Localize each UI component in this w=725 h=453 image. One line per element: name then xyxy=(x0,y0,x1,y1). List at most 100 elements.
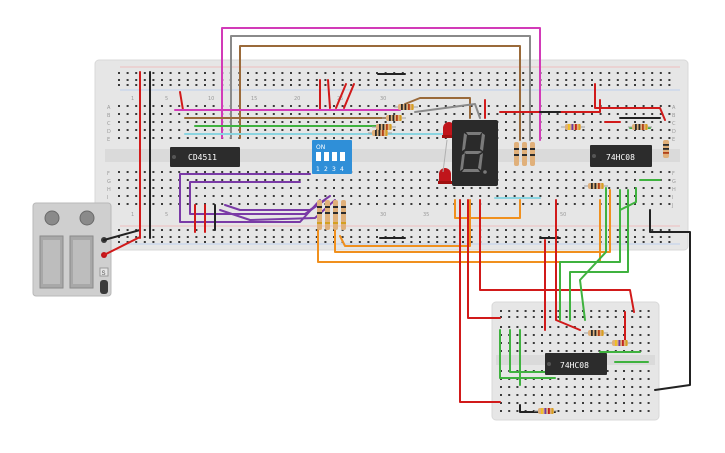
breadboard-hole[interactable] xyxy=(549,334,552,336)
breadboard-hole[interactable] xyxy=(126,72,129,74)
breadboard-hole[interactable] xyxy=(126,203,129,205)
breadboard-hole[interactable] xyxy=(623,378,625,380)
breadboard-hole[interactable] xyxy=(453,241,456,243)
breadboard-hole[interactable] xyxy=(333,84,335,86)
breadboard-hole[interactable] xyxy=(264,195,267,197)
breadboard-hole[interactable] xyxy=(152,187,155,189)
breadboard-hole[interactable] xyxy=(333,187,335,189)
breadboard-hole[interactable] xyxy=(307,72,310,74)
breadboard-hole[interactable] xyxy=(161,179,163,181)
breadboard-hole[interactable] xyxy=(470,79,473,81)
breadboard-hole[interactable] xyxy=(565,334,568,336)
breadboard-hole[interactable] xyxy=(315,72,318,74)
breadboard-hole[interactable] xyxy=(307,121,310,123)
red-vertical-2[interactable] xyxy=(327,79,331,109)
red-jumper-1[interactable] xyxy=(179,91,184,111)
breadboard-hole[interactable] xyxy=(565,342,568,344)
breadboard-hole[interactable] xyxy=(513,241,516,243)
breadboard-hole[interactable] xyxy=(616,187,619,189)
breadboard-hole[interactable] xyxy=(186,129,189,131)
breadboard-hole[interactable] xyxy=(524,342,527,344)
breadboard-hole[interactable] xyxy=(419,72,421,74)
breadboard-hole[interactable] xyxy=(565,310,568,312)
gray-display-wire[interactable] xyxy=(414,103,481,119)
breadboard-hole[interactable] xyxy=(281,236,284,238)
breadboard-hole[interactable] xyxy=(634,84,636,86)
breadboard-hole[interactable] xyxy=(186,203,189,205)
breadboard-hole[interactable] xyxy=(625,241,628,243)
breadboard-hole[interactable] xyxy=(401,79,404,81)
resistor-vertical[interactable] xyxy=(663,140,669,158)
breadboard-hole[interactable] xyxy=(427,195,430,197)
breadboard-hole[interactable] xyxy=(178,137,181,139)
breadboard-hole[interactable] xyxy=(324,129,327,131)
breadboard-hole[interactable] xyxy=(524,310,527,312)
breadboard-hole[interactable] xyxy=(573,342,576,344)
breadboard-hole[interactable] xyxy=(186,84,189,86)
breadboard-hole[interactable] xyxy=(522,187,525,189)
breadboard-hole[interactable] xyxy=(178,84,181,86)
breadboard-hole[interactable] xyxy=(548,129,550,131)
breadboard-hole[interactable] xyxy=(659,121,662,123)
breadboard-hole[interactable] xyxy=(500,310,502,312)
breadboard-hole[interactable] xyxy=(639,378,642,380)
breadboard-hole[interactable] xyxy=(272,179,275,181)
breadboard-hole[interactable] xyxy=(565,187,568,189)
breadboard-hole[interactable] xyxy=(384,195,387,197)
breadboard-hole[interactable] xyxy=(161,105,163,107)
breadboard-hole[interactable] xyxy=(169,187,172,189)
breadboard-hole[interactable] xyxy=(204,241,206,243)
breadboard-hole[interactable] xyxy=(505,105,507,107)
breadboard-hole[interactable] xyxy=(169,84,172,86)
breadboard-hole[interactable] xyxy=(169,171,172,173)
breadboard-hole[interactable] xyxy=(598,386,601,388)
breadboard-hole[interactable] xyxy=(315,113,318,115)
breadboard-hole[interactable] xyxy=(143,187,146,189)
breadboard-hole[interactable] xyxy=(221,203,224,205)
breadboard-hole[interactable] xyxy=(384,121,387,123)
breadboard-hole[interactable] xyxy=(530,179,533,181)
breadboard-hole[interactable] xyxy=(651,229,654,231)
breadboard-hole[interactable] xyxy=(453,84,456,86)
breadboard-hole[interactable] xyxy=(436,72,439,74)
breadboard-hole[interactable] xyxy=(541,316,543,318)
breadboard-hole[interactable] xyxy=(161,236,163,238)
breadboard-hole[interactable] xyxy=(606,394,609,396)
breadboard-hole[interactable] xyxy=(195,236,198,238)
breadboard-hole[interactable] xyxy=(290,72,292,74)
breadboard-hole[interactable] xyxy=(393,84,396,86)
breadboard-hole[interactable] xyxy=(598,310,601,312)
dip-pull-resistors[interactable] xyxy=(317,200,346,230)
breadboard-hole[interactable] xyxy=(508,326,511,328)
breadboard-hole[interactable] xyxy=(505,241,507,243)
breadboard-hole[interactable] xyxy=(508,310,511,312)
breadboard-hole[interactable] xyxy=(608,187,611,189)
breadboard-hole[interactable] xyxy=(541,402,543,404)
breadboard-hole[interactable] xyxy=(298,121,301,123)
breadboard-hole[interactable] xyxy=(651,129,654,131)
breadboard-hole[interactable] xyxy=(427,203,430,205)
breadboard-hole[interactable] xyxy=(367,121,370,123)
breadboard-hole[interactable] xyxy=(530,79,533,81)
breadboard-hole[interactable] xyxy=(126,84,129,86)
breadboard-hole[interactable] xyxy=(238,171,241,173)
breadboard-hole[interactable] xyxy=(634,79,636,81)
breadboard-hole[interactable] xyxy=(582,171,585,173)
breadboard-hole[interactable] xyxy=(367,171,370,173)
breadboard-hole[interactable] xyxy=(608,179,611,181)
breadboard-hole[interactable] xyxy=(634,241,636,243)
breadboard-hole[interactable] xyxy=(642,84,645,86)
breadboard-hole[interactable] xyxy=(410,195,413,197)
breadboard-hole[interactable] xyxy=(539,203,542,205)
breadboard-hole[interactable] xyxy=(290,203,292,205)
breadboard-hole[interactable] xyxy=(324,137,327,139)
breadboard-hole[interactable] xyxy=(470,84,473,86)
breadboard-hole[interactable] xyxy=(247,187,249,189)
breadboard-hole[interactable] xyxy=(135,79,138,81)
breadboard-hole[interactable] xyxy=(143,84,146,86)
breadboard-hole[interactable] xyxy=(384,229,387,231)
breadboard-hole[interactable] xyxy=(255,72,258,74)
dip-toggle-2[interactable] xyxy=(324,152,329,161)
breadboard-hole[interactable] xyxy=(419,187,421,189)
breadboard-hole[interactable] xyxy=(178,241,181,243)
